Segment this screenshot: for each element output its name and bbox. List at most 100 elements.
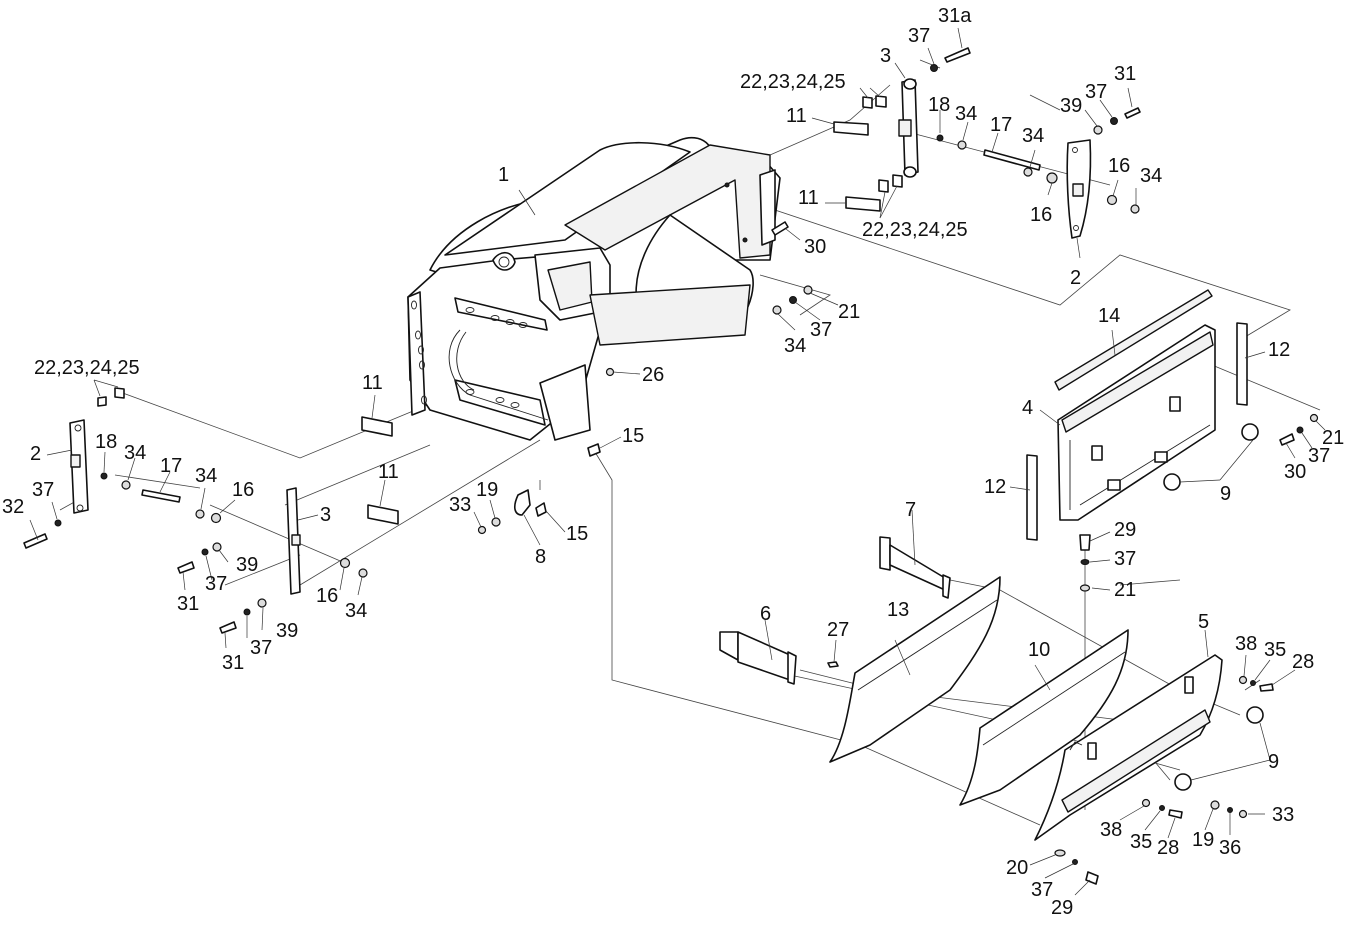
callout-16: 16 xyxy=(1030,204,1053,226)
callout-22-25: 22,23,24,25 xyxy=(740,71,846,93)
support-parts xyxy=(719,536,951,685)
callout-28: 28 xyxy=(1292,651,1315,673)
callout-35: 35 xyxy=(1264,639,1287,661)
part-4-frame-assembly xyxy=(1026,289,1319,592)
callout-11: 11 xyxy=(378,461,399,483)
part-32-bolt xyxy=(23,533,48,549)
callout-15: 15 xyxy=(566,523,589,545)
callout-27: 27 xyxy=(827,619,850,641)
callout-35: 35 xyxy=(1130,831,1153,853)
callout-37: 37 xyxy=(1114,548,1137,570)
part-17-pin xyxy=(983,149,1041,171)
callout-38: 38 xyxy=(1235,633,1258,655)
callout-12: 12 xyxy=(984,476,1007,498)
top-linkage-parts xyxy=(833,47,1058,212)
callout-8: 8 xyxy=(535,546,547,568)
part-11-top-plate xyxy=(833,121,869,136)
part-15-b xyxy=(535,502,547,517)
part-11-left-plate-b xyxy=(367,504,399,525)
callout-37: 37 xyxy=(1031,879,1054,901)
callout-34: 34 xyxy=(784,335,807,357)
callout-13: 13 xyxy=(887,599,910,621)
callout-26: 26 xyxy=(642,364,665,386)
callout-29: 29 xyxy=(1051,897,1074,919)
callout-34: 34 xyxy=(1140,165,1163,187)
callout-31: 31 xyxy=(1114,63,1137,85)
callout-1: 1 xyxy=(498,164,510,186)
callout-37: 37 xyxy=(32,479,55,501)
left-linkage-parts xyxy=(23,387,399,634)
right-linkage-parts xyxy=(1066,107,1141,239)
callout-33: 33 xyxy=(1272,804,1295,826)
callout-21: 21 xyxy=(1114,579,1137,601)
callout-20: 20 xyxy=(1006,857,1029,879)
callout-34: 34 xyxy=(195,465,218,487)
part-10-blade xyxy=(959,629,1129,806)
callout-37: 37 xyxy=(1085,81,1108,103)
callout-11: 11 xyxy=(786,105,807,127)
callout-16: 16 xyxy=(316,585,339,607)
callout-17: 17 xyxy=(160,455,183,477)
callout-37: 37 xyxy=(250,637,273,659)
leader-lines xyxy=(29,27,1326,896)
callout-11: 11 xyxy=(362,372,383,394)
callout-14: 14 xyxy=(1098,305,1121,327)
part-8-bracket xyxy=(513,489,531,516)
callout-39: 39 xyxy=(1060,95,1083,117)
callout-31: 31 xyxy=(222,652,245,674)
callout-10: 10 xyxy=(1028,639,1051,661)
callout-34: 34 xyxy=(955,103,978,125)
callout-18: 18 xyxy=(95,431,118,453)
callout-38: 38 xyxy=(1100,819,1123,841)
callout-28: 28 xyxy=(1157,837,1180,859)
callout-19: 19 xyxy=(476,479,499,501)
callout-39: 39 xyxy=(276,620,299,642)
callout-3: 3 xyxy=(880,45,892,67)
callout-29: 29 xyxy=(1114,519,1137,541)
callout-21: 21 xyxy=(838,301,861,323)
blade-parts xyxy=(829,576,1129,806)
callout-9: 9 xyxy=(1268,751,1280,773)
callout-12: 12 xyxy=(1268,339,1291,361)
callout-37: 37 xyxy=(205,573,228,595)
callout-4: 4 xyxy=(1022,397,1034,419)
callout-34: 34 xyxy=(345,600,368,622)
callout-21: 21 xyxy=(1322,427,1345,449)
callout-19: 19 xyxy=(1192,829,1215,851)
callout-30: 30 xyxy=(804,236,827,258)
callout-37: 37 xyxy=(908,25,931,47)
callout-36: 36 xyxy=(1219,837,1242,859)
callout-31: 31 xyxy=(177,593,200,615)
part-11-mid-plate xyxy=(845,196,881,212)
callout-39: 39 xyxy=(236,554,259,576)
part-14-rod xyxy=(1054,289,1213,391)
callout-32: 32 xyxy=(2,496,25,518)
callout-37: 37 xyxy=(810,319,833,341)
part-4-frame xyxy=(1057,324,1216,521)
part-17-left-pin xyxy=(141,489,181,503)
callout-34: 34 xyxy=(124,442,147,464)
callout-37: 37 xyxy=(1308,445,1331,467)
part-31a-bolt xyxy=(944,47,971,63)
callout-18: 18 xyxy=(928,94,951,116)
part-13-blade xyxy=(829,576,1001,763)
callout-34: 34 xyxy=(1022,125,1045,147)
callout-9: 9 xyxy=(1220,483,1232,505)
callout-16: 16 xyxy=(232,479,255,501)
callout-15: 15 xyxy=(622,425,645,447)
part-6-support xyxy=(737,631,791,681)
callout-7: 7 xyxy=(905,499,917,521)
part-15-a xyxy=(587,443,601,457)
part-11-left-plate-a xyxy=(361,416,393,437)
callout-5: 5 xyxy=(1198,611,1210,633)
callout-30: 30 xyxy=(1284,461,1307,483)
mounting-holes xyxy=(411,300,528,408)
part-12-right-strip xyxy=(1236,322,1248,406)
callout-22-25: 22,23,24,25 xyxy=(34,357,140,379)
callout-3: 3 xyxy=(320,504,332,526)
callout-2: 2 xyxy=(1070,267,1082,289)
mid-fastener-set xyxy=(605,221,813,377)
part-1-auger-housing xyxy=(407,136,781,441)
